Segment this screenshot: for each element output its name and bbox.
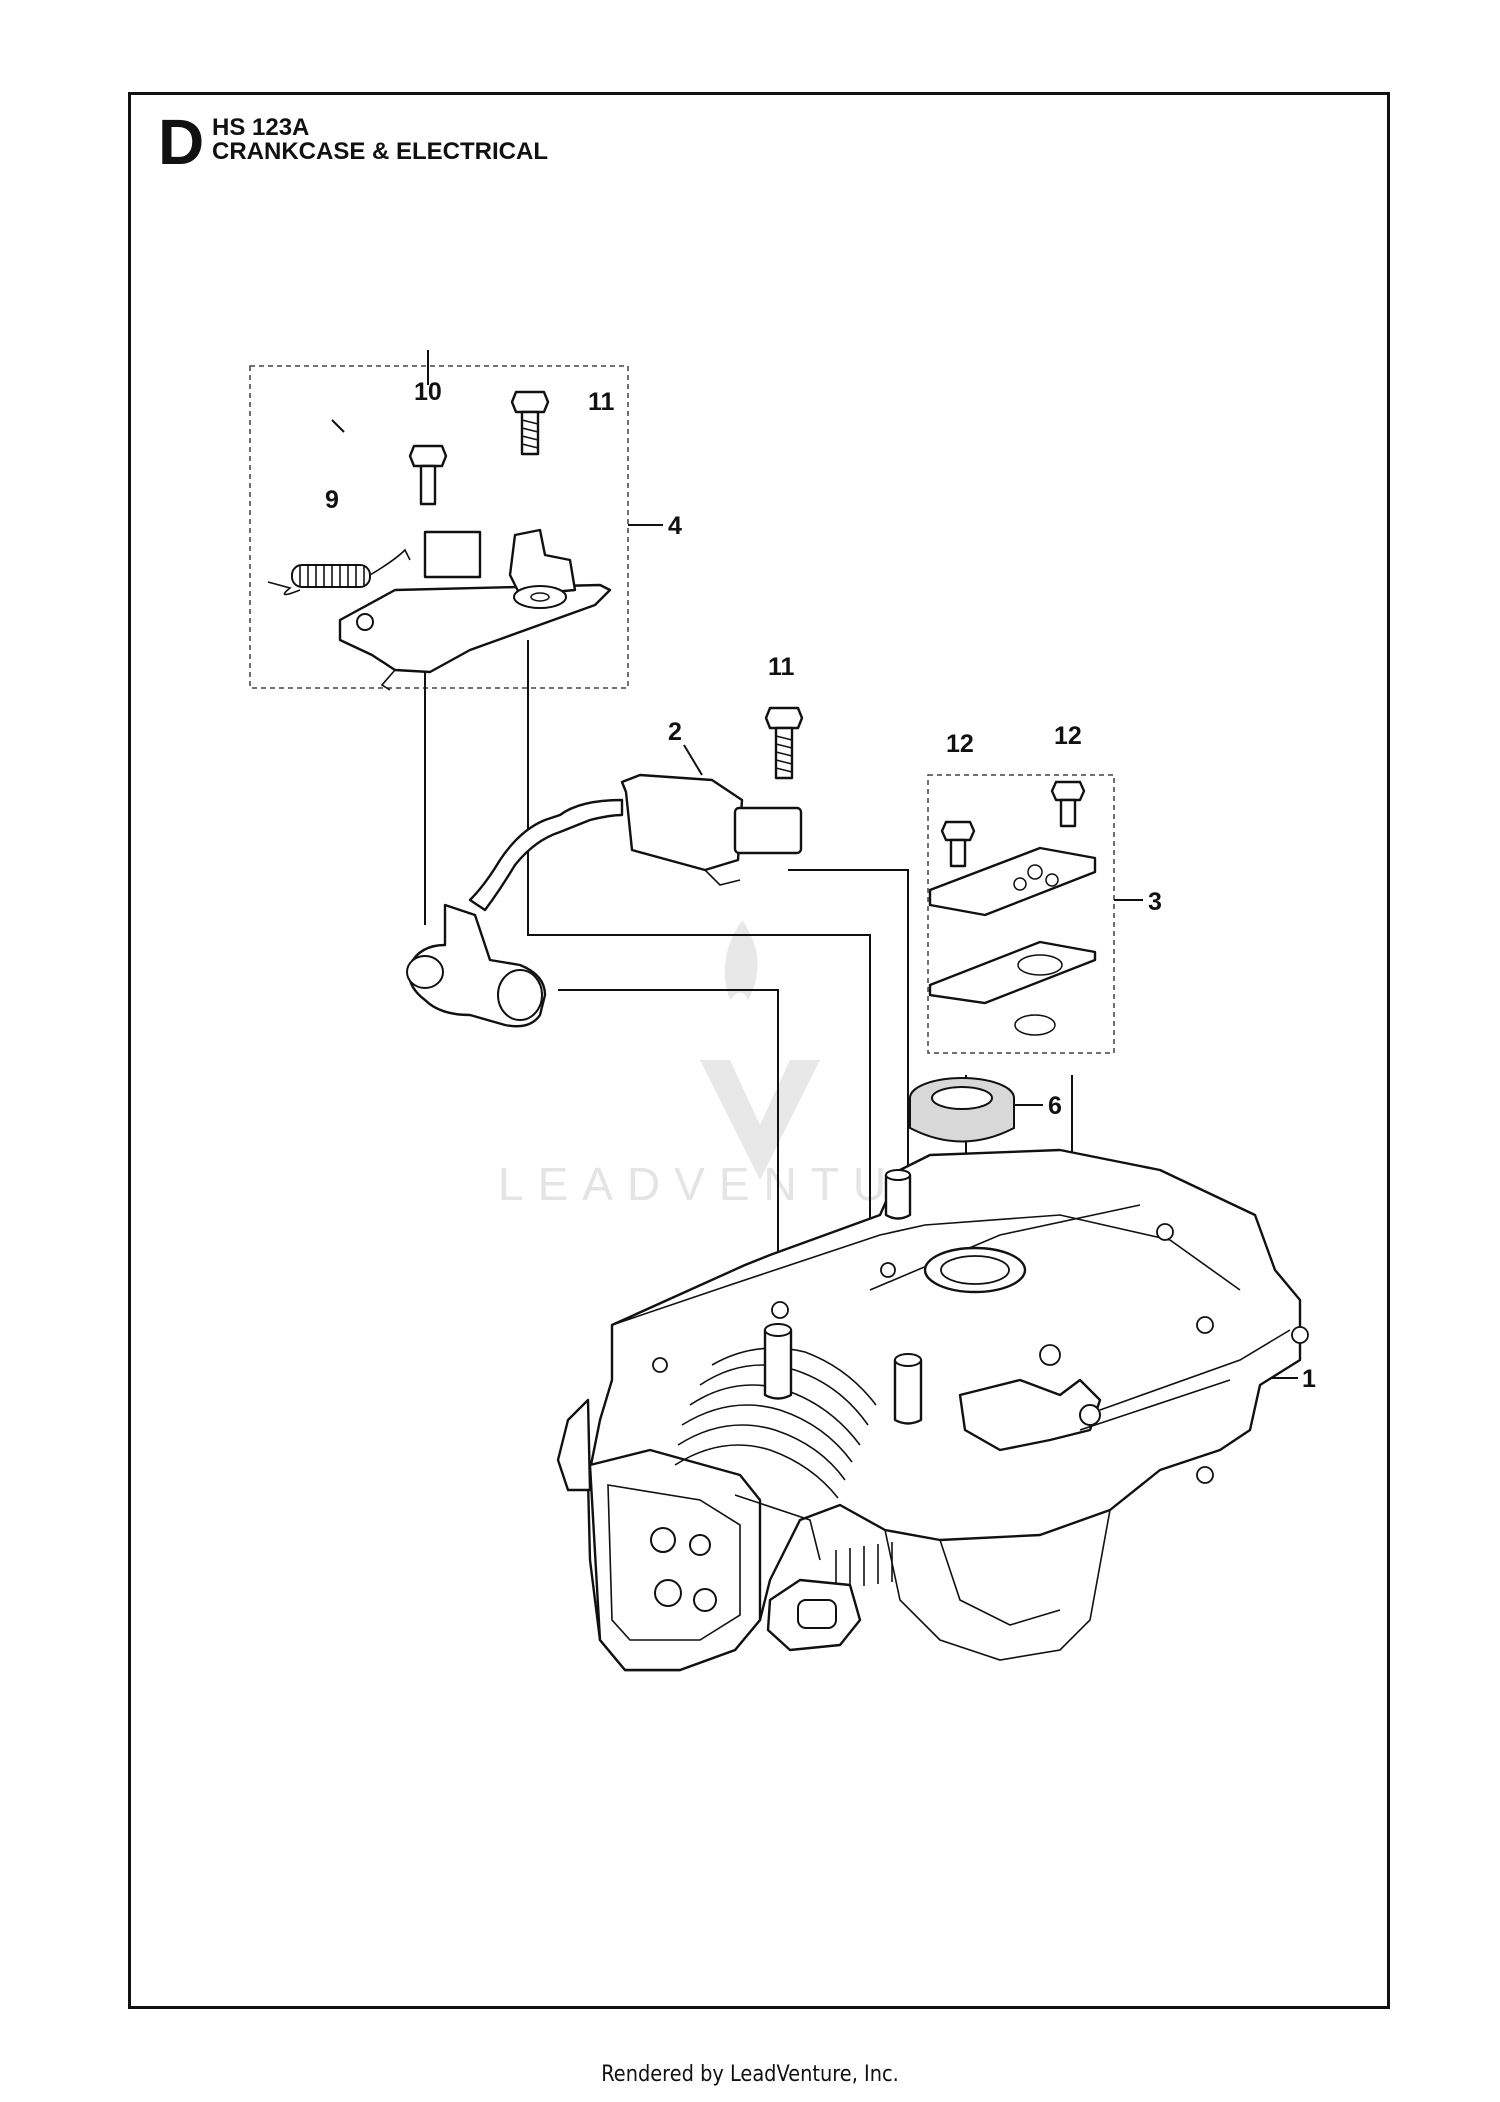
- spring-part-9: [267, 548, 411, 596]
- callout-11-upper: 11: [588, 388, 615, 416]
- watermark-logo: [700, 920, 820, 1180]
- callout-12-right: 12: [1054, 722, 1082, 750]
- model-number: HS 123A: [212, 114, 310, 141]
- spark-plug-cap: [406, 903, 547, 1028]
- callout-4: 4: [668, 512, 682, 540]
- footer-credit: Rendered by LeadVenture, Inc.: [601, 2062, 899, 2087]
- callout-11-lower: 11: [768, 653, 795, 681]
- callout-2: 2: [668, 718, 682, 746]
- crankcase-part-1: [556, 1148, 1309, 1672]
- bolt-part-12-left: [940, 820, 976, 868]
- bolt-part-12-right: [1050, 780, 1086, 828]
- bolt-part-11-upper: [510, 390, 550, 456]
- callout-3: 3: [1148, 888, 1162, 916]
- bolt-part-10: [408, 444, 448, 506]
- cover-plate-part-3: [928, 846, 1097, 1036]
- callout-1: 1: [1302, 1365, 1316, 1393]
- callout-12-left: 12: [946, 730, 974, 758]
- bolt-part-11-lower: [764, 706, 804, 780]
- assembly-box-4: [249, 365, 629, 689]
- assembly-box-3: [927, 774, 1115, 1054]
- oil-seal-part-6: [909, 1077, 1015, 1143]
- callout-9: 9: [325, 486, 339, 514]
- callout-10: 10: [414, 378, 442, 406]
- page-title: CRANKCASE & ELECTRICAL: [212, 138, 548, 165]
- bracket-plate-part-4: [338, 528, 612, 691]
- callout-6: 6: [1048, 1092, 1062, 1120]
- diagram-frame: [128, 92, 1390, 2009]
- section-letter: D: [158, 106, 205, 178]
- ignition-coil-part-2: [468, 773, 803, 912]
